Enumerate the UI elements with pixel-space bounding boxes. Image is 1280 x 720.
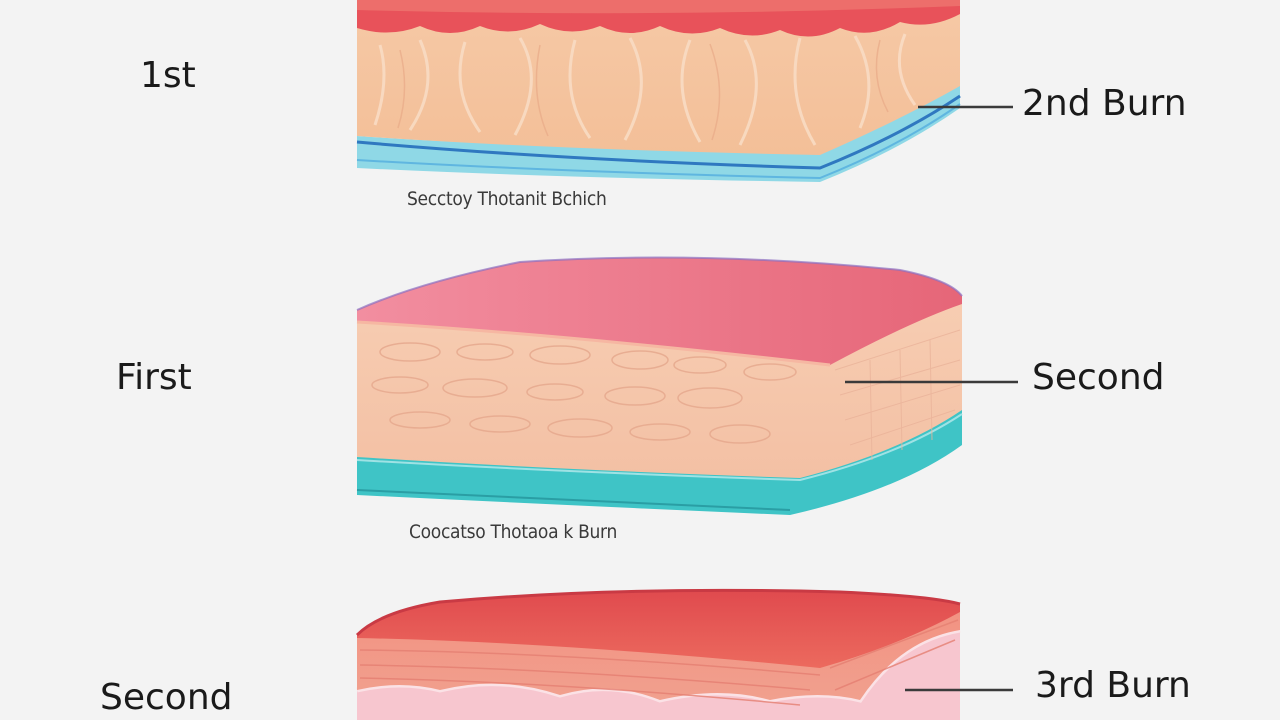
caption-middle: Coocatso Thotaoa k Burn	[409, 521, 617, 543]
label-3rd-burn: 3rd Burn	[1035, 665, 1191, 706]
label-2nd-burn: 2nd Burn	[1022, 83, 1187, 124]
skin-block-top	[356, 0, 961, 182]
caption-top: Secctoy Thotanit Bchich	[407, 188, 607, 210]
label-1st: 1st	[140, 55, 196, 96]
label-second-left: Second	[100, 677, 233, 718]
skin-block-middle	[356, 256, 963, 515]
label-first: First	[116, 357, 192, 398]
label-second-right: Second	[1032, 357, 1165, 398]
skin-block-bottom	[355, 588, 961, 720]
